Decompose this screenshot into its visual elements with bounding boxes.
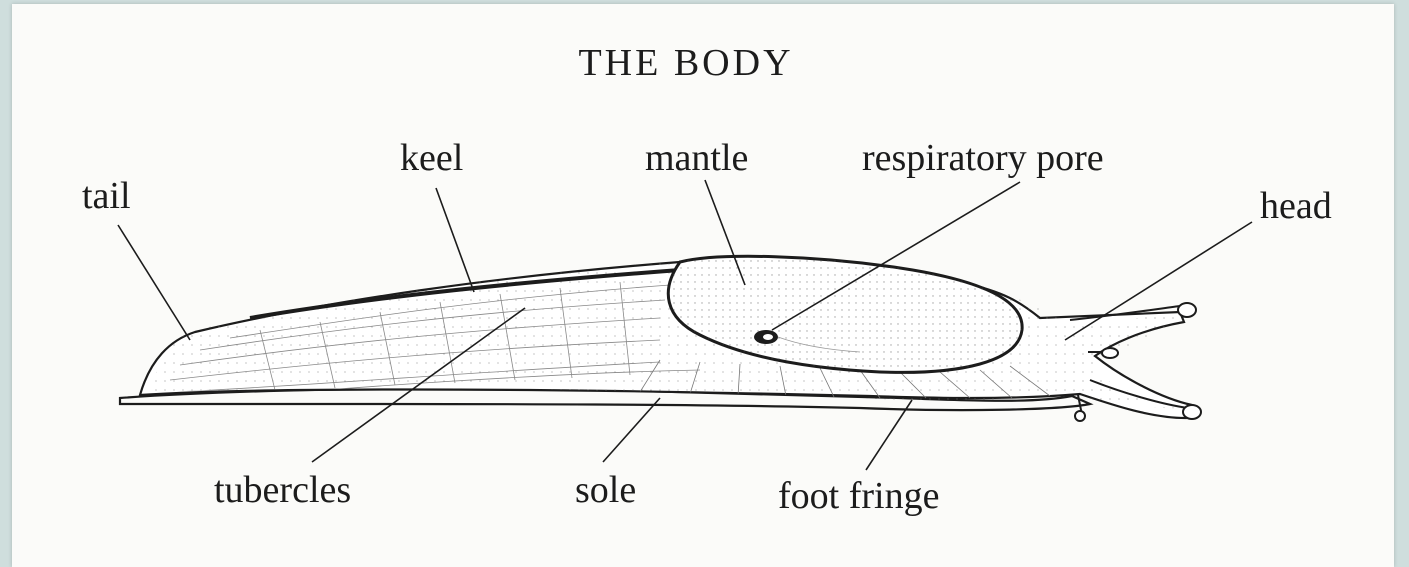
label-respiratory-pore: respiratory pore	[862, 137, 1104, 179]
label-foot-fringe: foot fringe	[778, 475, 939, 517]
diagram-page: THE BODY	[12, 4, 1394, 567]
label-sole: sole	[575, 469, 636, 511]
tail-leader	[118, 225, 190, 340]
foot-fringe-leader	[866, 400, 912, 470]
label-keel: keel	[400, 137, 463, 179]
slug-body-diagram: THE BODY	[12, 4, 1394, 567]
respiratory-pore-opening	[763, 334, 773, 340]
label-tubercles: tubercles	[214, 469, 351, 511]
sole-leader	[603, 398, 660, 462]
keel-leader	[436, 188, 474, 292]
diagram-title: THE BODY	[578, 42, 793, 84]
label-head: head	[1260, 185, 1332, 227]
label-tail: tail	[82, 175, 131, 217]
label-mantle: mantle	[645, 137, 748, 179]
